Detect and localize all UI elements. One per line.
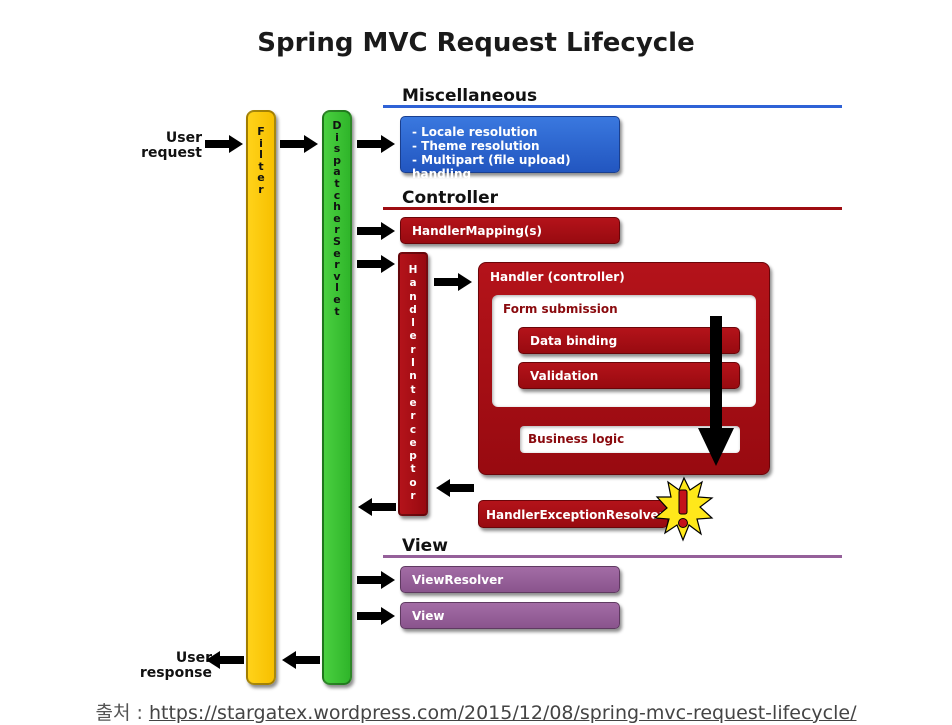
handler-mapping-label: HandlerMapping(s) [412, 224, 543, 238]
view-label: View [412, 609, 445, 623]
locale-resolution-item: - Locale resolution [412, 125, 538, 139]
arrow-dispatcher-to-interceptor [357, 255, 395, 273]
filter-label: F i l t e r [257, 125, 265, 196]
arrow-dispatcher-to-filter [282, 651, 320, 669]
diagram-title: Spring MVC Request Lifecycle [257, 28, 695, 58]
arrow-user-response [206, 651, 244, 669]
source-caption: 출처 : https://stargatex.wordpress.com/201… [0, 698, 952, 725]
arrow-filter-to-dispatcher [280, 135, 318, 153]
section-title-controller: Controller [402, 188, 499, 208]
dispatcher-servlet-bar: D i s p a t c h e r S e r v l e t [322, 110, 352, 685]
view-resolver-box: ViewResolver [400, 566, 620, 593]
miscellaneous-rule [383, 105, 842, 108]
dispatcher-servlet-label: D i s p a t c h e r S e r v l e t [332, 119, 342, 318]
handler-controller-label: Handler (controller) [490, 270, 625, 284]
section-title-miscellaneous: Miscellaneous [402, 86, 538, 106]
arrow-handler-to-interceptor [436, 479, 474, 497]
view-resolver-label: ViewResolver [412, 573, 504, 587]
arrow-interceptor-to-dispatcher [358, 498, 396, 516]
form-submission-label: Form submission [503, 302, 618, 316]
arrow-interceptor-to-handler [434, 273, 472, 291]
arrow-dispatcher-to-view [357, 607, 395, 625]
validation-label: Validation [530, 369, 599, 383]
arrow-dispatcher-to-view-resolver [357, 571, 395, 589]
theme-resolution-item: - Theme resolution [412, 139, 540, 153]
validation-box: Validation [518, 362, 740, 389]
filter-bar: F i l t e r [246, 110, 276, 685]
arrow-user-request [205, 135, 243, 153]
handler-exception-resolver-box: HandlerExceptionResolver [478, 500, 668, 528]
view-rule [383, 555, 842, 558]
miscellaneous-box: - Locale resolution - Theme resolution -… [400, 116, 620, 181]
data-binding-label: Data binding [530, 334, 618, 348]
arrow-dispatcher-to-handler-mapping [357, 222, 395, 240]
arrow-dispatcher-to-misc [357, 135, 395, 153]
user-request-label: User request [141, 130, 202, 161]
handler-interceptor-label: H a n d l e r I n t e r c e p t o r [408, 264, 418, 503]
user-response-label: User response [139, 650, 212, 681]
handler-mapping-box: HandlerMapping(s) [400, 217, 620, 244]
source-prefix: 출처 : [95, 702, 149, 724]
handler-interceptor-bar: H a n d l e r I n t e r c e p t o r [398, 252, 428, 516]
business-logic-label: Business logic [528, 432, 625, 446]
warning-burst-icon [653, 476, 714, 542]
flow-down-arrow [698, 316, 734, 466]
section-title-view: View [402, 536, 448, 556]
view-box: View [400, 602, 620, 629]
handler-exception-resolver-label: HandlerExceptionResolver [486, 508, 665, 522]
controller-rule [383, 207, 842, 210]
multipart-handling-item: - Multipart (file upload) handling [412, 153, 571, 181]
data-binding-box: Data binding [518, 327, 740, 354]
source-link[interactable]: https://stargatex.wordpress.com/2015/12/… [148, 702, 857, 724]
